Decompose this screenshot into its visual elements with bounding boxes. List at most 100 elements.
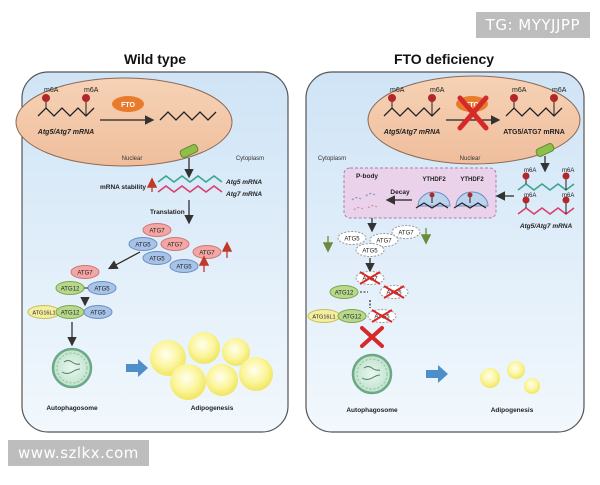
ko-adipocytes	[480, 361, 540, 394]
svg-text:ATG5: ATG5	[362, 249, 378, 255]
wt-nucleus-label: Nuclear	[122, 156, 143, 162]
atg7-protein	[142, 223, 172, 237]
m6a-mark	[510, 94, 518, 102]
wt-adipogenesis-label: Adipogenesis	[191, 405, 234, 412]
m6a-label: m6A	[512, 87, 527, 94]
ko-nucleus-label: Nuclear	[460, 156, 481, 162]
wt-autophagosome	[51, 347, 93, 389]
m6a-mark	[562, 196, 570, 204]
nuclear-pore	[179, 144, 199, 158]
ythdf2-label: YTHDF2	[460, 177, 484, 183]
svg-text:ATG5: ATG5	[135, 243, 151, 249]
ko-protein-cluster: ATG5 ATG7 ATG7 ATG5	[337, 225, 421, 257]
m6a-label: m6A	[562, 168, 574, 174]
svg-text:ATG5: ATG5	[176, 265, 192, 271]
atg7-protein	[369, 233, 399, 247]
atg7-protein	[70, 265, 100, 279]
atg5-protein	[128, 237, 158, 251]
ko-title: FTO deficiency	[394, 51, 494, 67]
watermark-top: TG: MYYJJPP	[475, 12, 590, 38]
wt-mrna-nuclear	[37, 94, 95, 117]
svg-text:ATG5: ATG5	[94, 287, 110, 293]
wt-protein-cluster: ATG7 ATG5 ATG7 ATG5 ATG7 ATG5	[128, 223, 222, 273]
m6a-label: m6A	[430, 87, 445, 94]
svg-text:ATG7: ATG7	[149, 229, 165, 235]
atg5-mrna-label: Atg5 mRNA	[225, 179, 262, 186]
mrna-stability-label: mRNA stability	[100, 184, 146, 191]
m6a-label: m6A	[44, 87, 59, 94]
m6a-label: m6A	[562, 193, 574, 199]
svg-text:ATG7: ATG7	[167, 243, 183, 249]
ko-cyto-mrna-label: Atg5/Atg7 mRNA	[519, 223, 573, 230]
m6a-mark	[522, 196, 530, 204]
m6a-mark	[42, 94, 50, 102]
wt-nucleus	[15, 77, 233, 167]
m6a-label: m6A	[524, 168, 536, 174]
fto-label: FTO	[465, 102, 479, 109]
wt-cytoplasm-label: Cytoplasm	[236, 156, 264, 162]
atg7-protein	[160, 237, 190, 251]
svg-text:ATG12: ATG12	[61, 311, 80, 317]
atg7-mrna-label: Atg7 mRNA	[225, 191, 262, 198]
wt-progress-arrow	[126, 359, 148, 377]
ko-cytoplasm-label: Cytoplasm	[318, 156, 346, 162]
m6a-label: m6A	[390, 87, 405, 94]
m6a-mark	[550, 94, 558, 102]
translation-label: Translation	[150, 209, 185, 216]
m6a-mark	[428, 94, 436, 102]
decay-label: Decay	[390, 189, 410, 196]
wt-autophagosome-label: Autophagosome	[46, 405, 98, 412]
atg7-mrna-strand	[157, 185, 223, 193]
atg7-protein	[391, 225, 421, 239]
svg-text:ATG7: ATG7	[77, 271, 93, 277]
wt-conjugation-complex: ATG7 ATG12 ATG5 ATG16L1 ATG12 ATG5	[27, 265, 117, 319]
fto-label: FTO	[121, 102, 135, 109]
fto-enzyme	[112, 96, 144, 112]
ythdf2-reader-1	[415, 191, 451, 209]
ko-mrna-label-right: ATG5/ATG7 mRNA	[503, 129, 565, 136]
wt-title: Wild type	[124, 51, 186, 67]
svg-text:ATG12: ATG12	[343, 315, 362, 321]
ythdf2-label: YTHDF2	[422, 177, 446, 183]
p-body-label: P-body	[356, 173, 378, 180]
ko-mrna-right	[505, 94, 563, 117]
svg-text:ATG5: ATG5	[374, 315, 390, 321]
svg-text:ATG5: ATG5	[344, 237, 360, 243]
atg5-protein	[142, 251, 172, 265]
svg-text:ATG7: ATG7	[362, 277, 378, 283]
atg12-protein	[337, 309, 367, 323]
ythdf2-reader-2	[453, 191, 489, 209]
ko-progress-arrow	[426, 365, 448, 383]
wt-mrna-demethylated	[159, 111, 217, 121]
m6a-mark	[522, 172, 530, 180]
atg5-mrna-strand	[157, 175, 223, 183]
svg-text:ATG7: ATG7	[199, 251, 215, 257]
ko-mrna-left	[383, 94, 441, 117]
decayed-mrna-fragments	[351, 192, 379, 211]
ko-adipogenesis-label: Adipogenesis	[491, 407, 534, 414]
ko-cyto-mrna	[517, 172, 575, 215]
atg5-protein	[83, 305, 113, 319]
svg-text:ATG5: ATG5	[149, 257, 165, 263]
svg-text:ATG7: ATG7	[376, 239, 392, 245]
svg-text:ATG16L1: ATG16L1	[32, 311, 55, 317]
atg5-protein	[355, 243, 385, 257]
m6a-label: m6A	[524, 193, 536, 199]
autophagy-blocked-x-icon	[360, 326, 384, 348]
svg-text:ATG16L1: ATG16L1	[312, 315, 335, 321]
wt-adipocytes	[150, 332, 273, 400]
atg5-protein	[337, 231, 367, 245]
m6a-mark	[562, 172, 570, 180]
ko-autophagosome	[351, 353, 393, 395]
svg-text:ATG5: ATG5	[90, 311, 106, 317]
wt-mrna-label: Atg5/Atg7 mRNA	[37, 129, 94, 136]
ko-mrna-label-left: Atg5/Atg7 mRNA	[383, 129, 440, 136]
svg-text:ATG5: ATG5	[386, 291, 402, 297]
m6a-label: m6A	[552, 87, 567, 94]
m6a-mark	[82, 94, 90, 102]
ko-autophagosome-label: Autophagosome	[346, 407, 398, 414]
watermark-bottom: www.szlkx.com	[8, 440, 149, 466]
svg-text:ATG12: ATG12	[61, 287, 80, 293]
